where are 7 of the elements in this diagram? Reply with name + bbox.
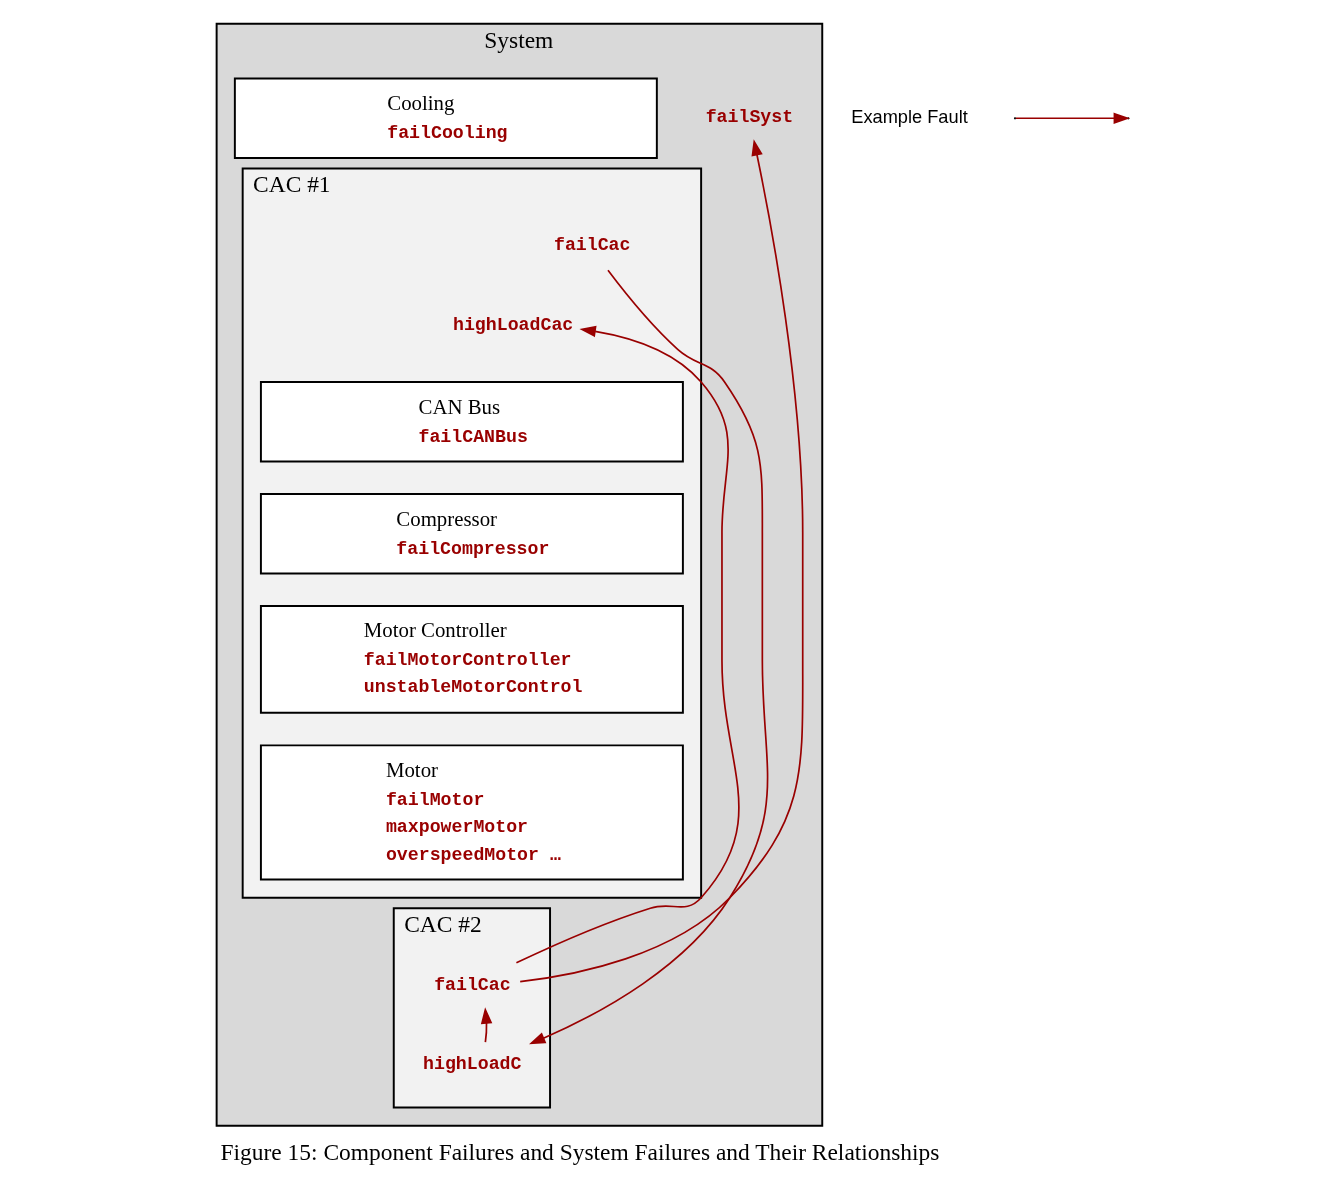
caption: Figure 15: Component Failures and System Failures and Their Relationships	[220, 1139, 940, 1166]
node-text: highLoadC	[423, 1054, 522, 1075]
node-text: failSyst	[705, 106, 794, 127]
node-text: failCac	[553, 235, 631, 256]
node-text: failCac	[434, 974, 511, 995]
node-text: highLoadCac	[453, 314, 574, 335]
legend-label: Example Fault	[851, 106, 968, 128]
